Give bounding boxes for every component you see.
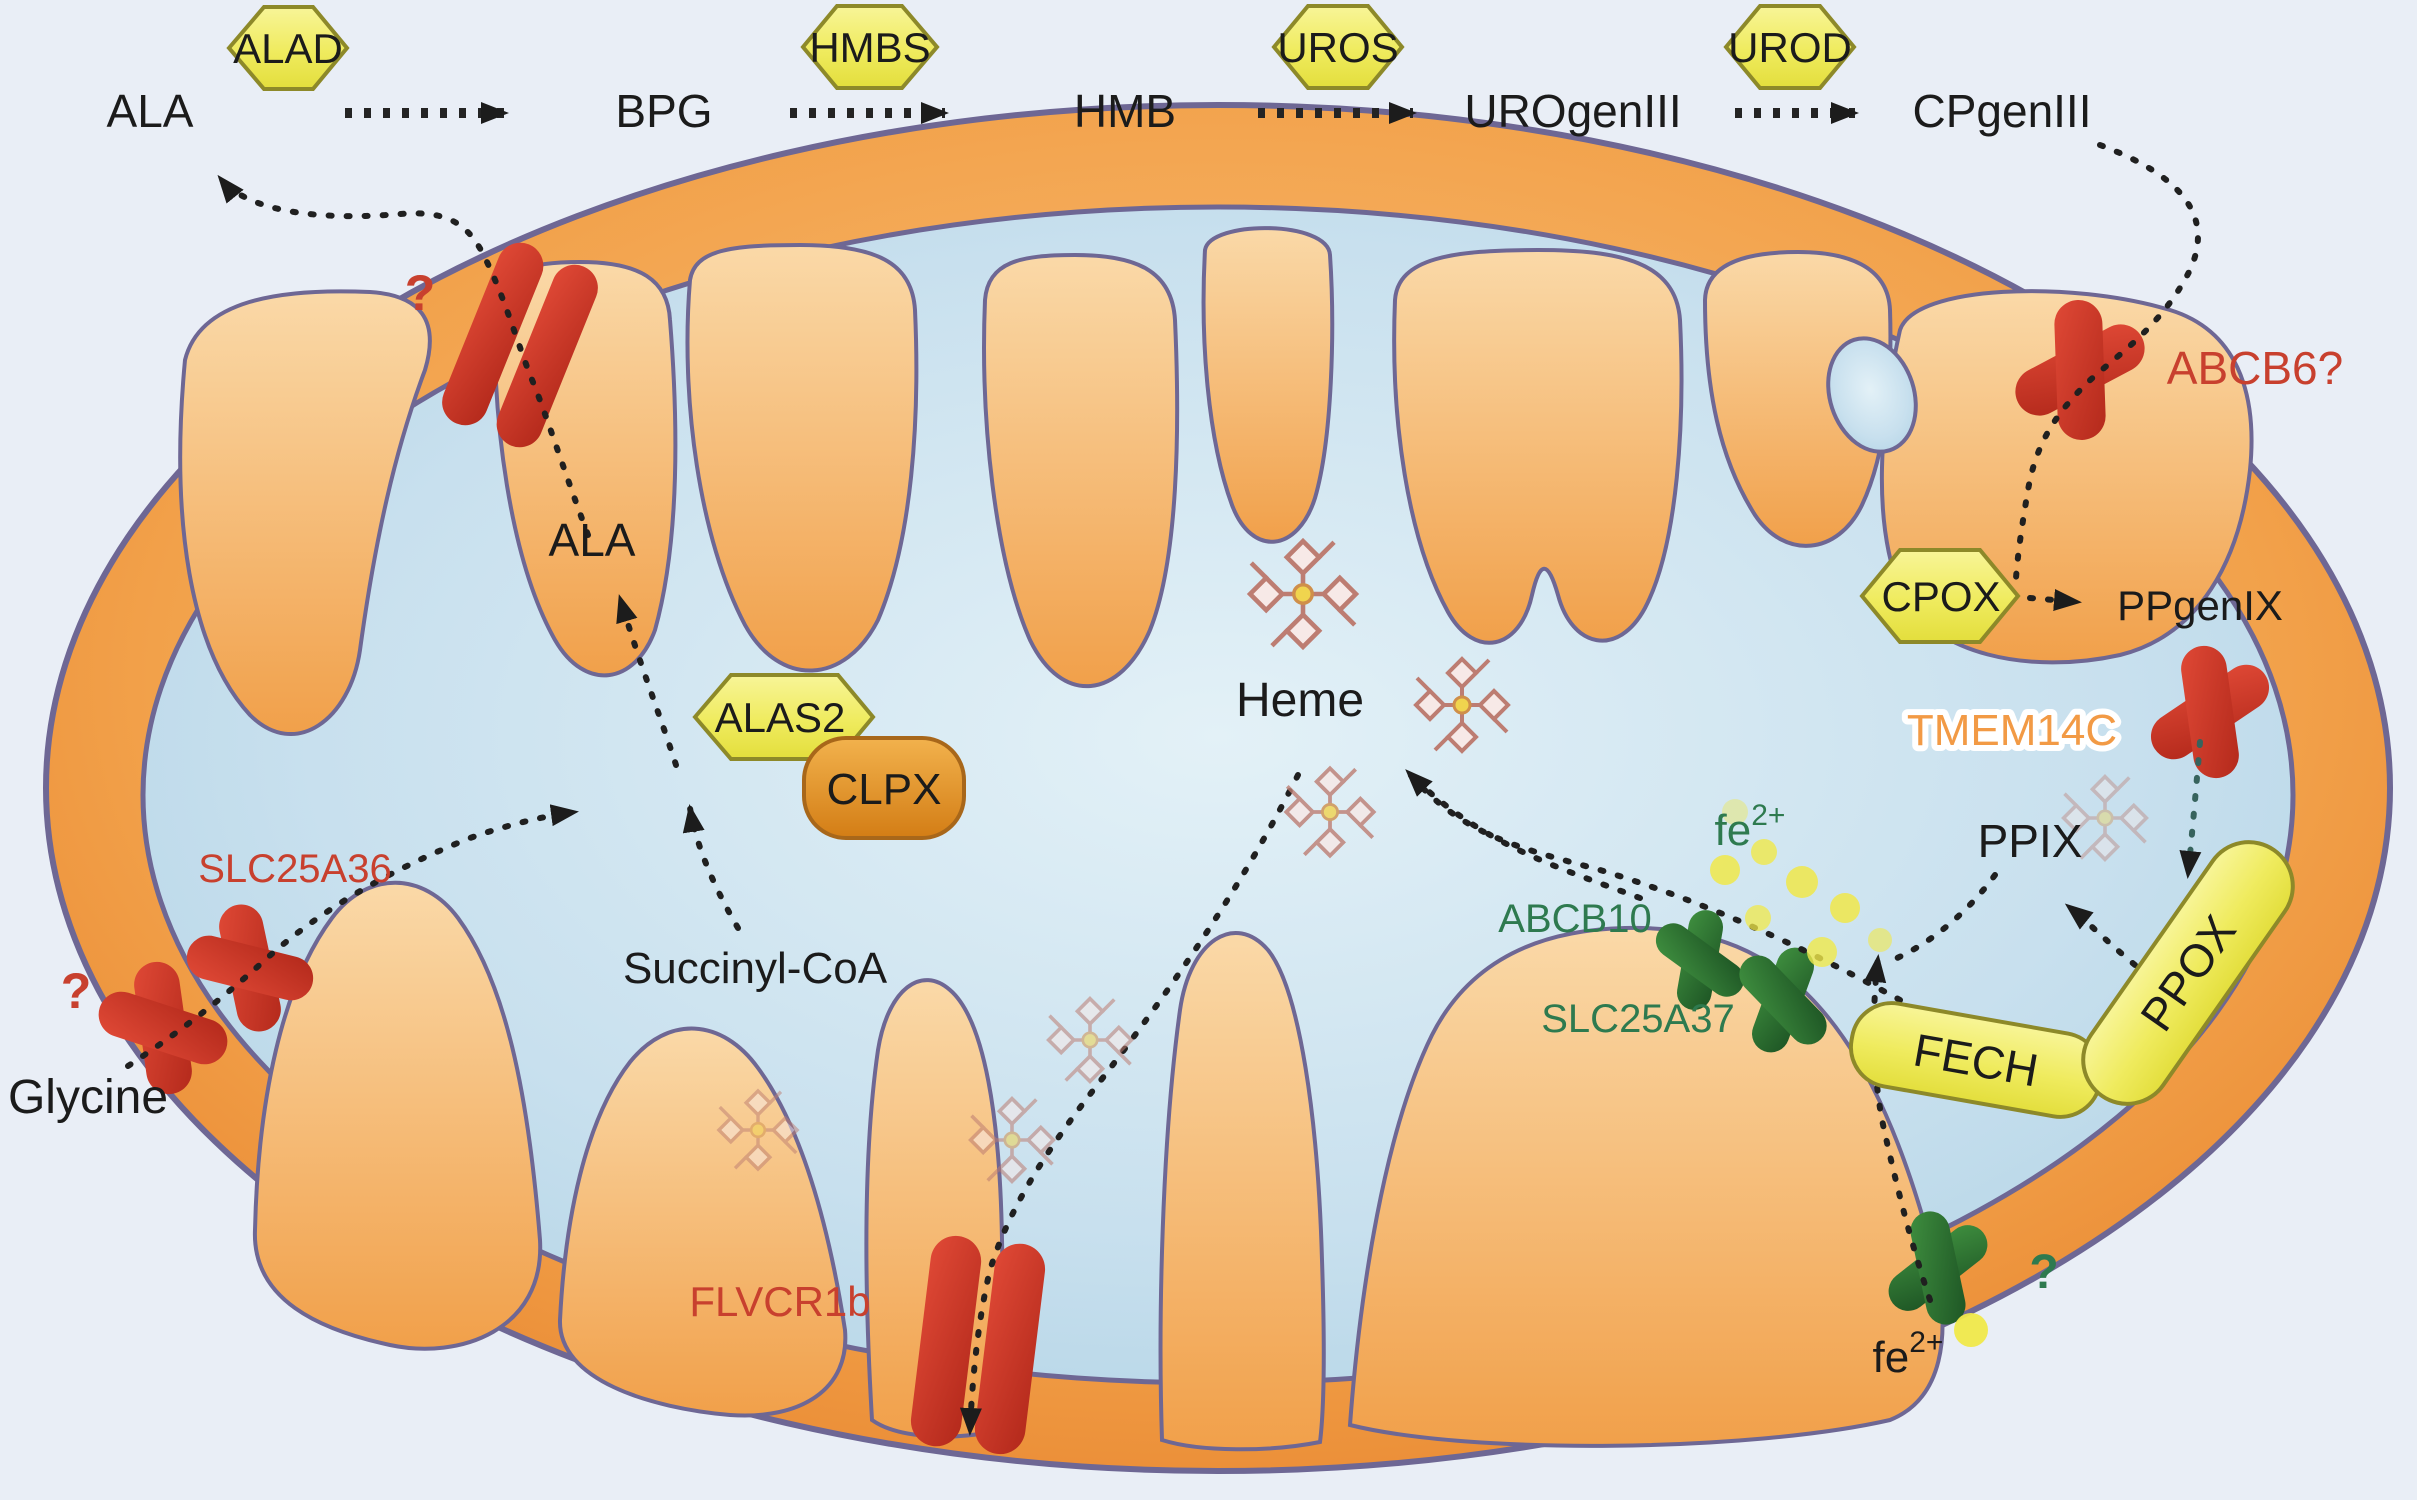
arrow-fech-to-heme	[1405, 769, 1643, 901]
label-ppgen9: PPgenIX	[2117, 582, 2283, 629]
cpox-enzyme	[1859, 548, 2021, 644]
arrow-iron-import	[1864, 954, 1933, 1303]
label-succinyl-coa: Succinyl-CoA	[623, 944, 888, 993]
label-fe2-matrix: fe2+	[1715, 799, 1786, 855]
label-ppix: PPIX	[1978, 815, 2083, 867]
arrow-ppgen9-import	[2179, 739, 2203, 879]
clpx-protein	[802, 736, 966, 840]
label-heme: Heme	[1236, 674, 1364, 727]
label-alas2: ALAS2	[715, 694, 846, 741]
label-abcb6: ABCB6?	[2167, 342, 2343, 394]
arrow-alas2-to-ala	[616, 594, 679, 768]
mitochondrion	[43, 102, 2393, 1474]
ppox-enzyme	[2081, 840, 2295, 1106]
question-mark-glycine: ?	[61, 963, 92, 1019]
label-slc25a36: SLC25A36	[198, 847, 391, 891]
label-ala-matrix: ALA	[549, 514, 636, 566]
label-urod: UROD	[1728, 24, 1852, 71]
label-flvcr1b: FLVCR1b	[689, 1278, 870, 1325]
urod-enzyme	[1723, 4, 1857, 90]
question-mark-ala-exporter: ?	[405, 265, 436, 321]
label-cpgen3: CPgenIII	[1913, 85, 2092, 137]
label-bpg: BPG	[615, 85, 712, 137]
arrow-cpox-to-ppgen9	[2027, 589, 2082, 611]
label-slc25a37: SLC25A37	[1541, 997, 1734, 1041]
arrow-succinylcoa-to-alas2	[682, 804, 741, 931]
crista-pocket	[1826, 336, 1918, 454]
hmbs-enzyme	[800, 4, 940, 90]
flow-arrows	[125, 102, 2203, 1436]
alas2-enzyme	[692, 673, 876, 761]
arrow-ppix-to-fech	[1885, 872, 1998, 965]
label-tmem14c: TMEM14C	[1907, 706, 2117, 755]
labels: ALA ALAD BPG HMBS HMB UROS UROgenIII URO…	[8, 24, 2343, 1382]
label-hmbs: HMBS	[809, 24, 930, 71]
enzymes	[226, 4, 2295, 1119]
label-hmb: HMB	[1074, 85, 1176, 137]
arrow-cpgen3-import	[2013, 142, 2201, 581]
iron-ions	[1710, 799, 1988, 1347]
arrow-heme-export	[959, 772, 1301, 1436]
alad-enzyme	[226, 5, 350, 91]
label-abcb10: ABCB10	[1498, 897, 1651, 941]
path-fech-run	[1405, 769, 1903, 1003]
uros-enzyme	[1271, 4, 1405, 90]
question-mark-iron: ?	[2029, 1246, 2058, 1299]
label-clpx: CLPX	[827, 765, 942, 814]
label-urogen3: UROgenIII	[1464, 85, 1681, 137]
label-glycine: Glycine	[8, 1071, 168, 1124]
label-alad: ALAD	[233, 25, 343, 72]
label-uros: UROS	[1277, 24, 1398, 71]
label-ala-cytosol: ALA	[107, 85, 194, 137]
label-cpox: CPOX	[1881, 573, 2000, 620]
arrow-ala-export	[217, 174, 591, 538]
cristae	[178, 226, 2254, 1452]
label-fe2-cytosol: fe2+	[1873, 1326, 1944, 1382]
